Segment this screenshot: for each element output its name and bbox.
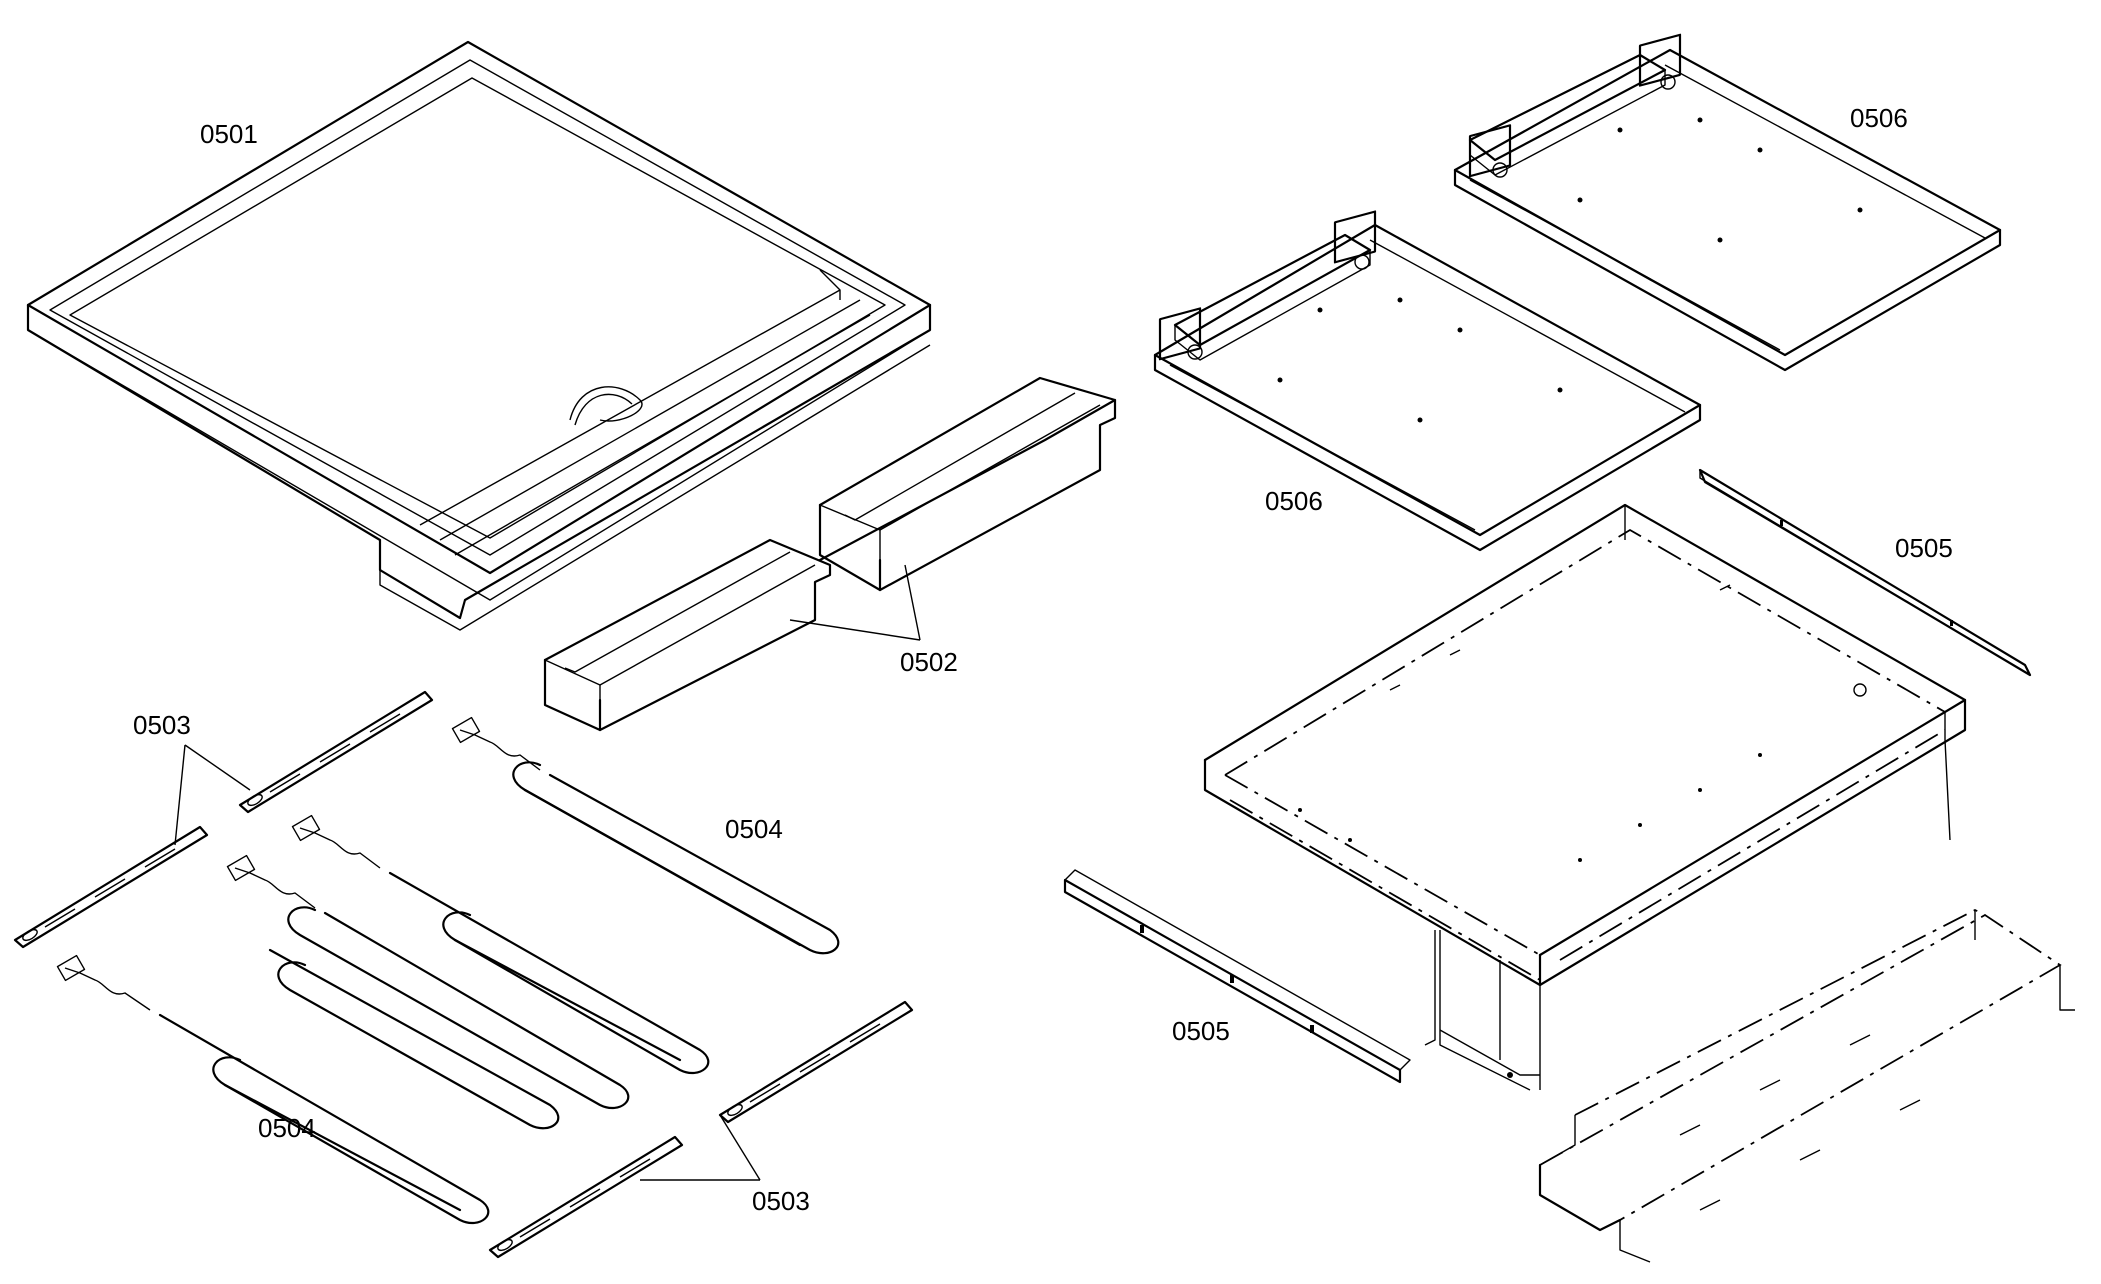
- part-0503-bracket-2: [13, 825, 209, 949]
- callout-0505-upper: 0505: [1895, 533, 1953, 563]
- base-panel: [1538, 908, 2075, 1263]
- part-0501-tray: [26, 40, 932, 631]
- callout-0501: 0501: [200, 119, 258, 149]
- leader-0503-a1: [184, 744, 251, 791]
- callout-0503-bottom: 0503: [752, 1186, 810, 1216]
- leader-0503-a2: [174, 744, 186, 846]
- part-0503-bracket-4: [488, 1135, 684, 1259]
- part-0506-frame-upper: [1453, 33, 2002, 372]
- part-0506-frame-lower: [1153, 210, 1702, 552]
- part-0504-element-1: [451, 716, 840, 955]
- callout-0506-upper: 0506: [1850, 103, 1908, 133]
- leader-0502-b: [904, 564, 921, 641]
- part-0504-element-5: [268, 948, 560, 1130]
- part-0504-element-3: [226, 854, 630, 1110]
- callout-0502: 0502: [900, 647, 958, 677]
- callout-0504-left: 0504: [258, 1113, 316, 1143]
- leader-0502-a: [789, 619, 921, 641]
- leader-0503-b2: [719, 1114, 761, 1181]
- callout-0506-lower: 0506: [1265, 486, 1323, 516]
- part-0502-trough-upper: [818, 376, 1117, 592]
- part-0503-bracket-1: [238, 690, 434, 814]
- part-0503-bracket-3: [718, 1000, 914, 1124]
- callout-0505-lower: 0505: [1172, 1016, 1230, 1046]
- callout-0503-left: 0503: [133, 710, 191, 740]
- part-0505-rail-lower: [1063, 869, 1411, 1084]
- part-0504-element-2: [291, 814, 710, 1075]
- part-0505-rail-upper: [1698, 468, 2032, 677]
- part-0502-trough-lower: [543, 538, 832, 732]
- enclosure-frame: [1203, 503, 1967, 1091]
- callout-0504-right: 0504: [725, 814, 783, 844]
- part-0504-element-4: [56, 954, 490, 1225]
